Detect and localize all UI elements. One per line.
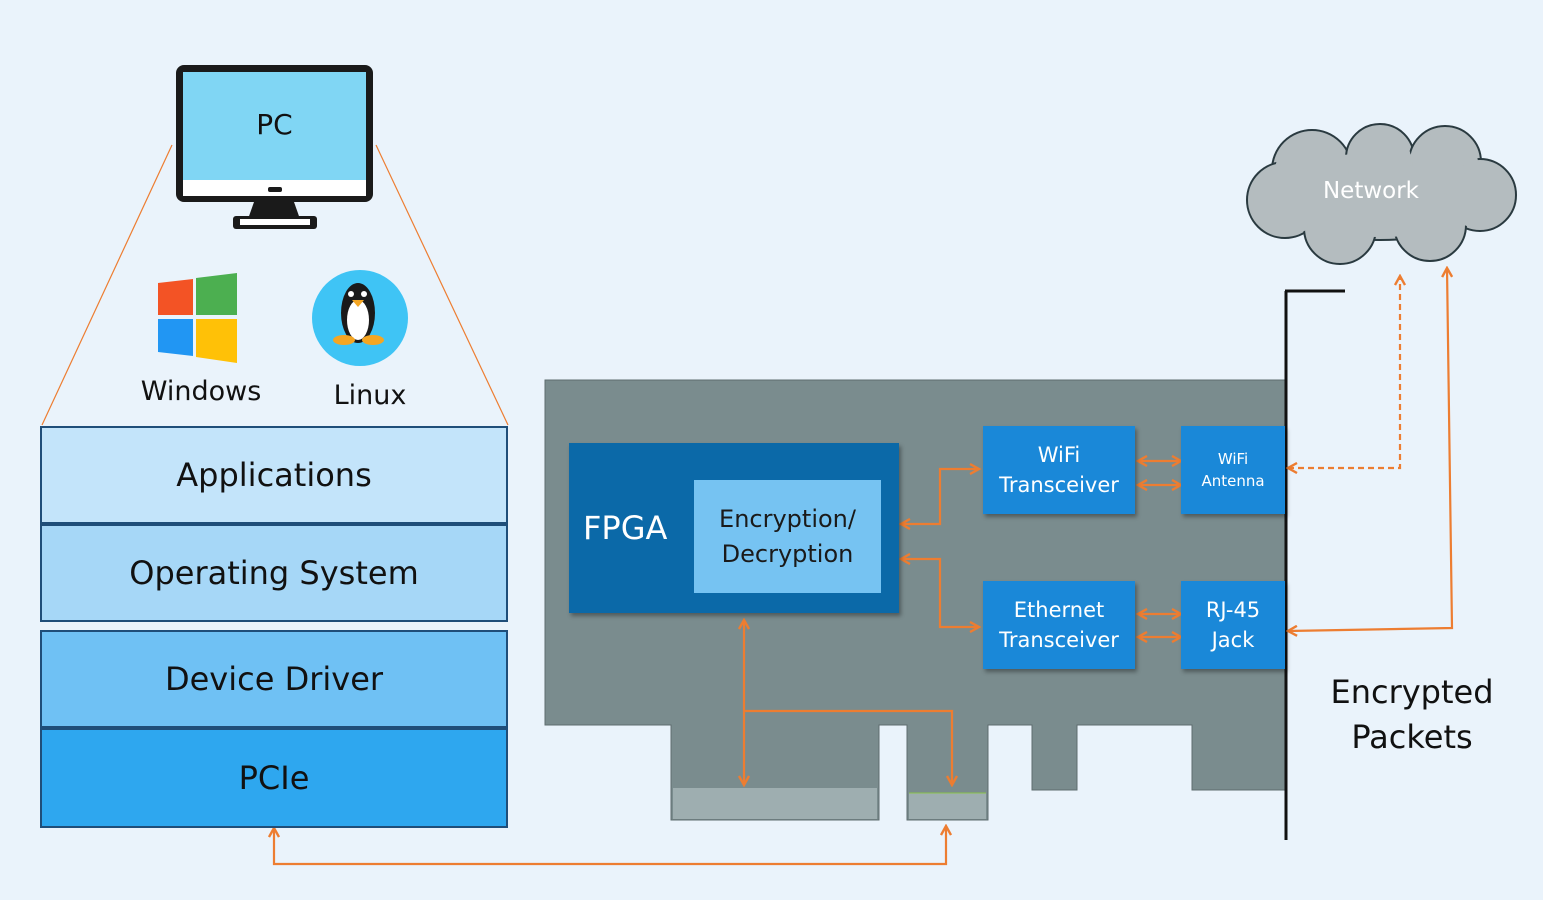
pcie-contact-main <box>673 788 877 819</box>
ethernet-transceiver-block: Ethernet Transceiver <box>983 581 1135 669</box>
wifi-antenna-block: WiFi Antenna <box>1181 426 1285 514</box>
linux-label: Linux <box>333 380 407 411</box>
encrypted-packets-line2: Packets <box>1351 718 1473 756</box>
pc-label: PC <box>256 108 293 141</box>
arrow-antenna-network <box>1288 276 1400 468</box>
pcie-contact-key <box>909 793 986 819</box>
wifi-antenna-label-line1: WiFi <box>1217 450 1249 468</box>
wifi-transceiver-label-line2: Transceiver <box>999 473 1119 497</box>
layer-applications-label: Applications <box>176 456 372 494</box>
arrow-fpga-ethernet <box>901 559 979 627</box>
fpga-block: FPGA Encryption/ Decryption <box>569 443 899 613</box>
layer-pcie-label: PCIe <box>238 759 310 797</box>
layer-operating-system-label: Operating System <box>129 554 419 592</box>
wifi-transceiver-block: WiFi Transceiver <box>983 426 1135 514</box>
encrypted-packets-line1: Encrypted <box>1330 673 1494 711</box>
encryption-block: Encryption/ Decryption <box>694 480 881 593</box>
arrow-fpga-edge-2 <box>744 709 952 785</box>
rj45-jack-block: RJ-45 Jack <box>1181 581 1285 669</box>
linux-logo-icon <box>312 270 408 366</box>
zoom-line-right <box>375 144 509 426</box>
network-label: Network <box>1322 178 1420 204</box>
layer-device-driver: Device Driver <box>40 630 508 728</box>
layer-device-driver-label: Device Driver <box>164 660 384 698</box>
layer-pcie: PCIe <box>40 728 508 828</box>
wifi-transceiver-label-line1: WiFi <box>1037 443 1081 467</box>
wifi-antenna-label-line2: Antenna <box>1201 472 1265 490</box>
windows-logo-icon <box>158 273 237 363</box>
layer-applications: Applications <box>40 426 508 524</box>
arrow-pc-card <box>274 826 946 866</box>
encryption-label-line1: Encryption/ <box>719 504 856 533</box>
rj45-jack-label-line1: RJ-45 <box>1205 598 1261 622</box>
ethernet-transceiver-label-line2: Transceiver <box>999 628 1119 652</box>
zoom-line-left <box>41 144 173 426</box>
windows-label: Windows <box>140 376 262 407</box>
monitor-icon <box>176 65 373 229</box>
encryption-label-line2: Decryption <box>721 539 854 568</box>
arrow-fpga-wifi <box>901 469 979 524</box>
encrypted-packets-caption: Encrypted Packets <box>1312 670 1512 760</box>
rj45-jack-label-line2: Jack <box>1211 628 1255 652</box>
fpga-label: FPGA <box>583 509 668 547</box>
ethernet-transceiver-label-line1: Ethernet <box>1013 598 1105 622</box>
network-cloud-icon <box>1246 123 1517 265</box>
arrow-rj45-network <box>1288 268 1452 631</box>
layer-operating-system: Operating System <box>40 524 508 622</box>
